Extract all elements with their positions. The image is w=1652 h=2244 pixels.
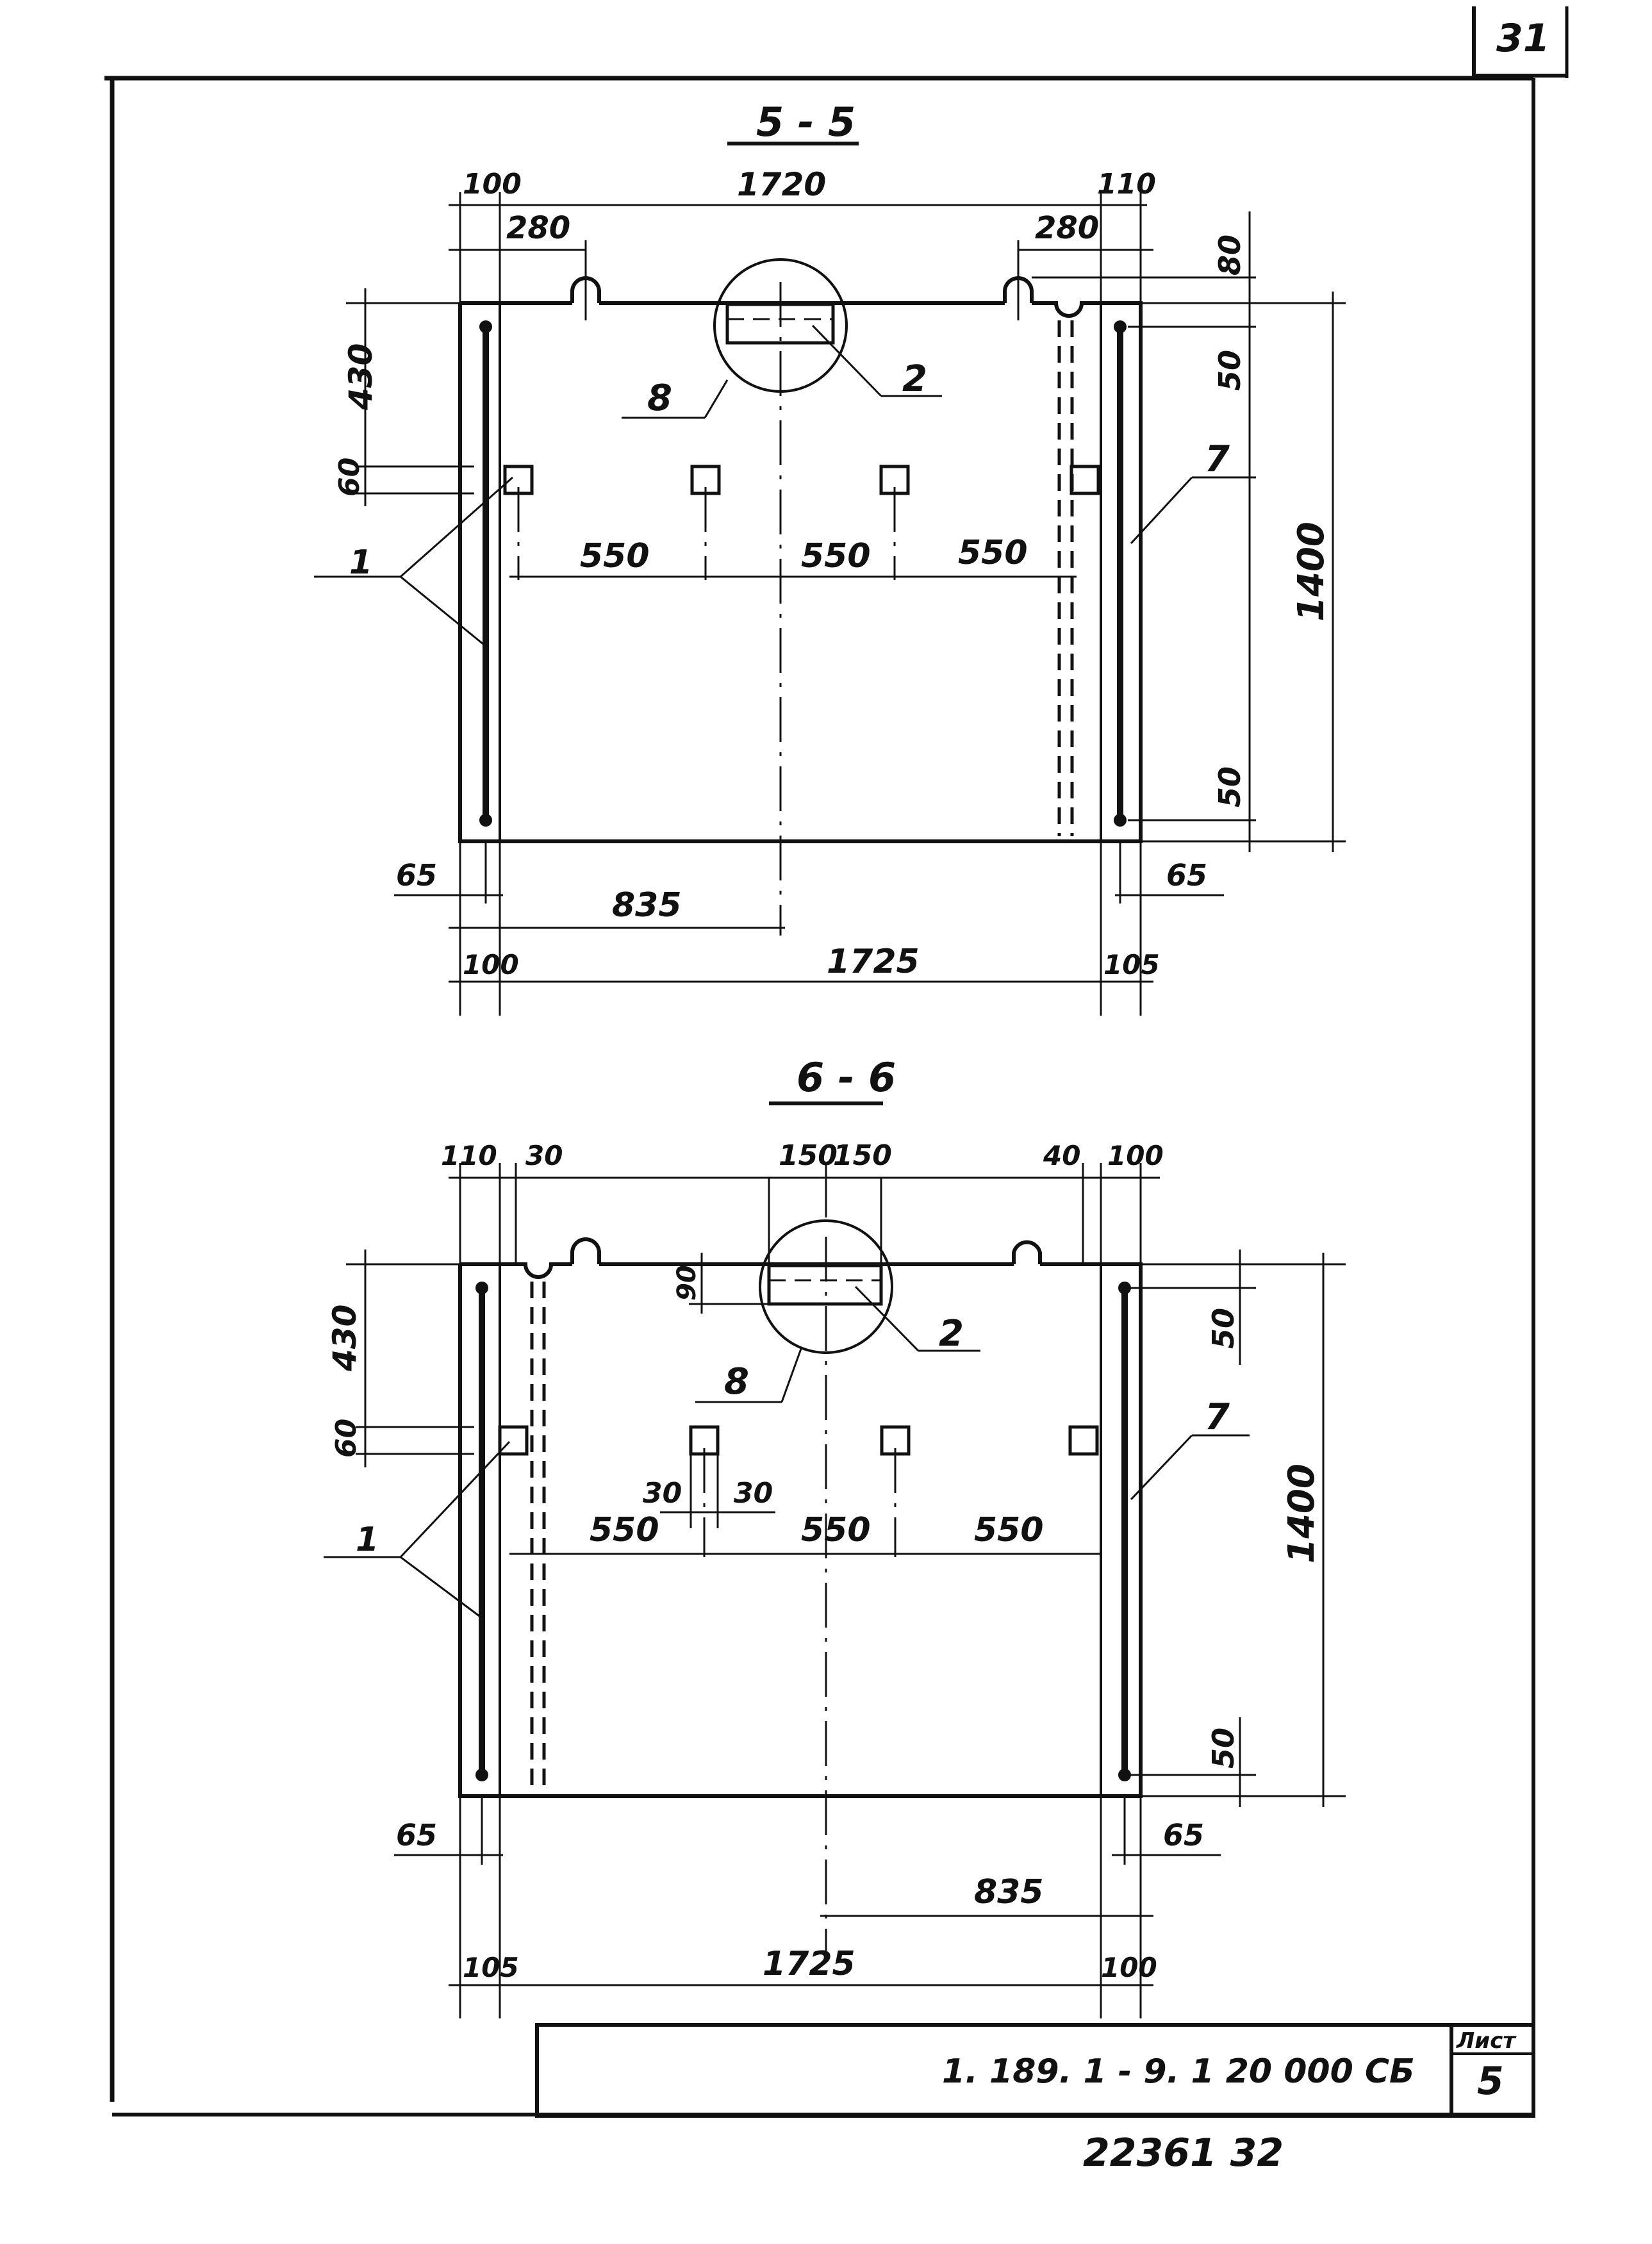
dim-h-550-c: 550 — [958, 534, 1028, 572]
dim-b-835: 835 — [612, 886, 682, 925]
dim-b-right: 100 — [1101, 1952, 1157, 1983]
dim-v-60: 60 — [330, 1419, 363, 1458]
dim-b-835: 835 — [974, 1873, 1044, 1911]
dim-b-65-left: 65 — [396, 1818, 437, 1852]
dim-v-1400: 1400 — [1281, 1464, 1323, 1563]
dim-b-65-right: 65 — [1166, 858, 1207, 893]
dim-h-30-a: 30 — [643, 1477, 682, 1510]
section-title: 5 - 5 — [756, 99, 855, 145]
dim-v-50-bottom: 50 — [1206, 1728, 1241, 1769]
dim-top-110: 110 — [441, 1140, 497, 1171]
dim-b-left: 100 — [463, 949, 519, 980]
callout-2: 2 — [902, 358, 927, 400]
title-block: Лист 5 1. 189. 1 - 9. 1 20 000 СБ 22361 … — [535, 2023, 1535, 2175]
dim-top-left: 100 — [463, 168, 522, 201]
dim-v-50-top: 50 — [1212, 350, 1247, 391]
callout-7: 7 — [1205, 438, 1230, 480]
dim-b-65-right: 65 — [1163, 1818, 1204, 1852]
callout-2: 2 — [939, 1313, 964, 1355]
dim-h-550-b: 550 — [801, 537, 871, 575]
dim-h-550-c: 550 — [974, 1511, 1044, 1549]
lifting-loop-left — [570, 1237, 601, 1264]
dim-v-1400: 1400 — [1291, 522, 1332, 622]
dim-top-30: 30 — [525, 1140, 563, 1171]
dim-top-40: 40 — [1043, 1140, 1080, 1171]
dim-b-span: 1725 — [827, 943, 920, 981]
section-6-6: 6 - 6 110 — [324, 1054, 1346, 2018]
lifting-loop-right — [1012, 1240, 1042, 1264]
dim-v-430: 430 — [326, 1305, 363, 1372]
dim-b-span: 1725 — [763, 1945, 855, 1983]
dim-h-550-a: 550 — [590, 1511, 659, 1549]
dim-b-right: 105 — [1103, 949, 1160, 980]
dim-v-60: 60 — [333, 458, 366, 497]
callout-1: 1 — [356, 1521, 379, 1559]
dim-v-50-top: 50 — [1206, 1308, 1241, 1349]
dim-right-loop: 280 — [1035, 210, 1099, 246]
sheet-label: Лист — [1456, 2028, 1517, 2054]
dim-top-150-a: 150 — [779, 1139, 838, 1172]
dim-left-loop: 280 — [506, 210, 570, 246]
dim-top-right: 110 — [1097, 168, 1156, 201]
page-number: 31 — [1496, 16, 1550, 61]
dim-v-430: 430 — [342, 343, 379, 411]
section-5-5: 5 - 5 — [314, 99, 1346, 1016]
dim-v-90: 90 — [672, 1265, 702, 1301]
dim-v-50-bottom: 50 — [1212, 766, 1247, 807]
sheet-value: 5 — [1477, 2059, 1504, 2104]
section-title: 6 - 6 — [797, 1054, 896, 1101]
dim-h-550-a: 550 — [580, 537, 650, 575]
dim-h-30-b: 30 — [734, 1477, 773, 1510]
document-designation: 1. 189. 1 - 9. 1 20 000 СБ — [942, 2052, 1415, 2091]
inventory-number: 22361 32 — [1083, 2131, 1284, 2175]
dim-b-left: 105 — [463, 1952, 519, 1983]
dim-top-span: 1720 — [737, 166, 826, 203]
callout-7: 7 — [1205, 1396, 1230, 1438]
callout-8: 8 — [647, 377, 672, 419]
callout-1: 1 — [349, 543, 372, 582]
dim-h-550-b: 550 — [801, 1511, 871, 1549]
callout-8: 8 — [724, 1361, 749, 1403]
dim-v-80: 80 — [1212, 235, 1247, 276]
dim-top-150-b: 150 — [833, 1139, 892, 1172]
dim-b-65-left: 65 — [396, 858, 437, 893]
dim-top-100: 100 — [1107, 1140, 1164, 1171]
